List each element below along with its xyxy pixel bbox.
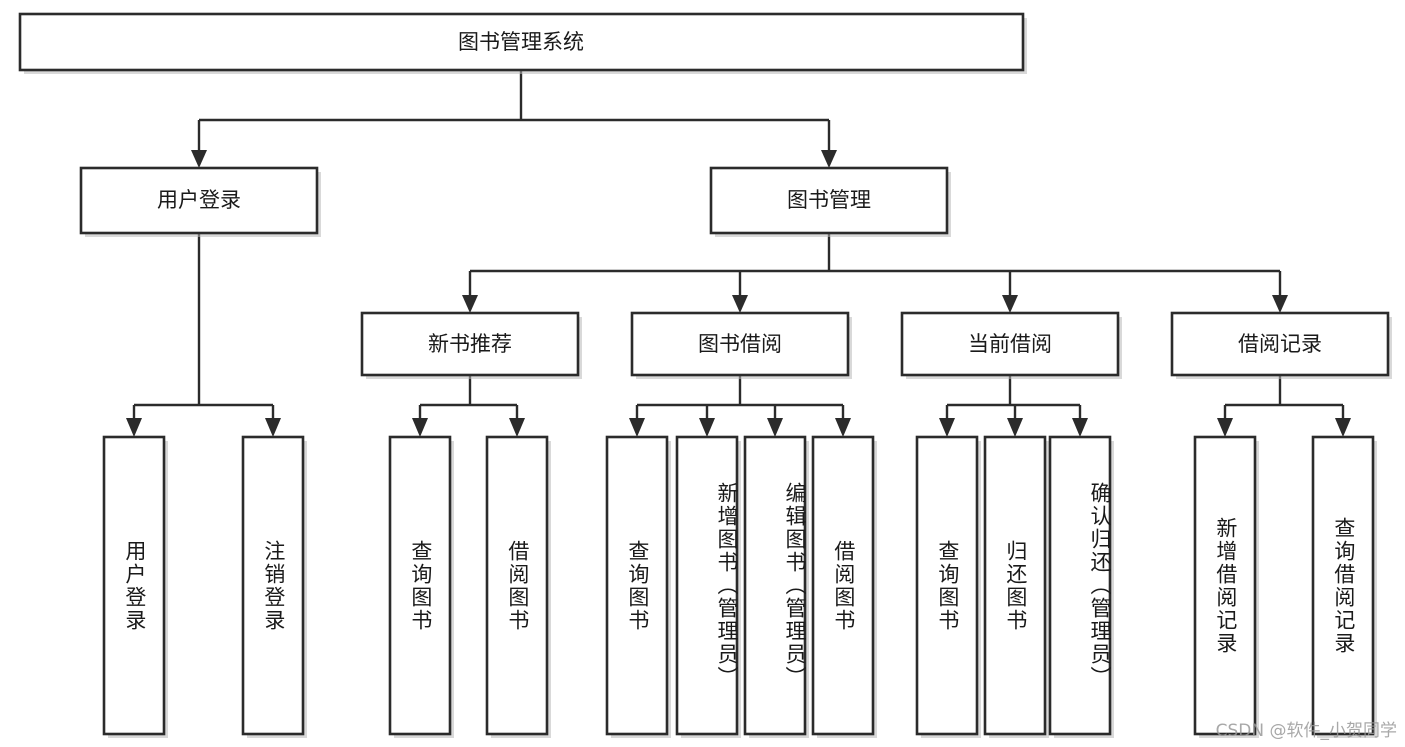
connector-layer xyxy=(126,70,1351,437)
node-root-label: 图书管理系统 xyxy=(458,30,584,54)
arrow-leaf-query-record xyxy=(1335,418,1351,437)
arrow-leaf-return-book xyxy=(1007,418,1023,437)
arrow-leaf-logout xyxy=(265,418,281,437)
node-book-management-box[interactable] xyxy=(709,166,949,235)
arrow-leaf-borrow-book-1 xyxy=(509,418,525,437)
arrow-leaf-query-book-3 xyxy=(939,418,955,437)
node-root-box[interactable] xyxy=(18,12,1025,72)
node-current-borrow[interactable]: 当前借阅 xyxy=(900,311,1122,379)
node-book-borrow-label: 图书借阅 xyxy=(698,332,782,356)
arrow-to-new-book-recommend xyxy=(462,295,478,313)
node-user-login-box[interactable] xyxy=(79,166,319,235)
arrow-to-book-management xyxy=(821,150,837,168)
node-borrow-record-label: 借阅记录 xyxy=(1238,332,1322,356)
node-book-management-label: 图书管理 xyxy=(787,188,871,212)
arrow-to-book-borrow xyxy=(732,295,748,313)
node-leaf-query-record[interactable] xyxy=(1311,435,1377,738)
node-leaf-return-book[interactable] xyxy=(983,435,1049,738)
node-book-borrow-box[interactable] xyxy=(630,311,850,377)
node-leaf-confirm-return-box[interactable] xyxy=(1048,435,1112,736)
node-leaf-borrow-book-2-box[interactable] xyxy=(811,435,875,736)
node-leaf-borrow-book-1-box[interactable] xyxy=(485,435,549,736)
node-leaf-query-book-1[interactable] xyxy=(388,435,454,738)
node-new-book-recommend-label: 新书推荐 xyxy=(428,332,512,356)
node-leaf-query-record-box[interactable] xyxy=(1311,435,1375,736)
node-leaf-query-book-2-box[interactable] xyxy=(605,435,669,736)
node-book-borrow[interactable]: 图书借阅 xyxy=(630,311,852,379)
arrow-leaf-confirm-return xyxy=(1072,418,1088,437)
node-leaf-confirm-return[interactable] xyxy=(1048,435,1114,738)
node-leaf-user-login-box[interactable] xyxy=(102,435,166,736)
csdn-watermark: CSDN @软件_小贺同学 xyxy=(1215,721,1397,741)
node-leaf-logout[interactable] xyxy=(241,435,307,738)
node-leaf-query-book-1-box[interactable] xyxy=(388,435,452,736)
node-current-borrow-label: 当前借阅 xyxy=(968,332,1052,356)
node-current-borrow-box[interactable] xyxy=(900,311,1120,377)
node-leaf-return-book-box[interactable] xyxy=(983,435,1047,736)
node-leaf-add-book[interactable] xyxy=(675,435,741,738)
arrow-leaf-add-record xyxy=(1217,418,1233,437)
node-leaf-add-book-box[interactable] xyxy=(675,435,739,736)
node-leaf-query-book-3[interactable] xyxy=(915,435,981,738)
node-leaf-add-record-box[interactable] xyxy=(1193,435,1257,736)
arrow-to-user-login xyxy=(191,150,207,168)
arrow-leaf-query-book-2 xyxy=(629,418,645,437)
arrow-leaf-query-book-1 xyxy=(412,418,428,437)
node-book-management[interactable]: 图书管理 xyxy=(709,166,951,237)
arrow-leaf-edit-book xyxy=(767,418,783,437)
arrow-to-borrow-record xyxy=(1272,295,1288,313)
node-leaf-borrow-book-2[interactable] xyxy=(811,435,877,738)
arrow-leaf-borrow-book-2 xyxy=(835,418,851,437)
node-leaf-borrow-book-1[interactable] xyxy=(485,435,551,738)
arrow-leaf-user-login xyxy=(126,418,142,437)
arrow-to-current-borrow xyxy=(1002,295,1018,313)
node-new-book-recommend[interactable]: 新书推荐 xyxy=(360,311,582,379)
node-leaf-add-record[interactable] xyxy=(1193,435,1259,738)
leaf-layer xyxy=(102,435,1377,738)
node-leaf-edit-book[interactable] xyxy=(743,435,809,738)
node-leaf-user-login[interactable] xyxy=(102,435,168,738)
node-borrow-record-box[interactable] xyxy=(1170,311,1390,377)
node-user-login[interactable]: 用户登录 xyxy=(79,166,321,237)
node-new-book-recommend-box[interactable] xyxy=(360,311,580,377)
node-leaf-logout-box[interactable] xyxy=(241,435,305,736)
node-leaf-edit-book-box[interactable] xyxy=(743,435,807,736)
node-root[interactable]: 图书管理系统 xyxy=(18,12,1027,74)
arrow-leaf-add-book xyxy=(699,418,715,437)
node-user-login-label: 用户登录 xyxy=(157,188,241,212)
node-leaf-query-book-2[interactable] xyxy=(605,435,671,738)
node-leaf-query-book-3-box[interactable] xyxy=(915,435,979,736)
node-borrow-record[interactable]: 借阅记录 xyxy=(1170,311,1392,379)
